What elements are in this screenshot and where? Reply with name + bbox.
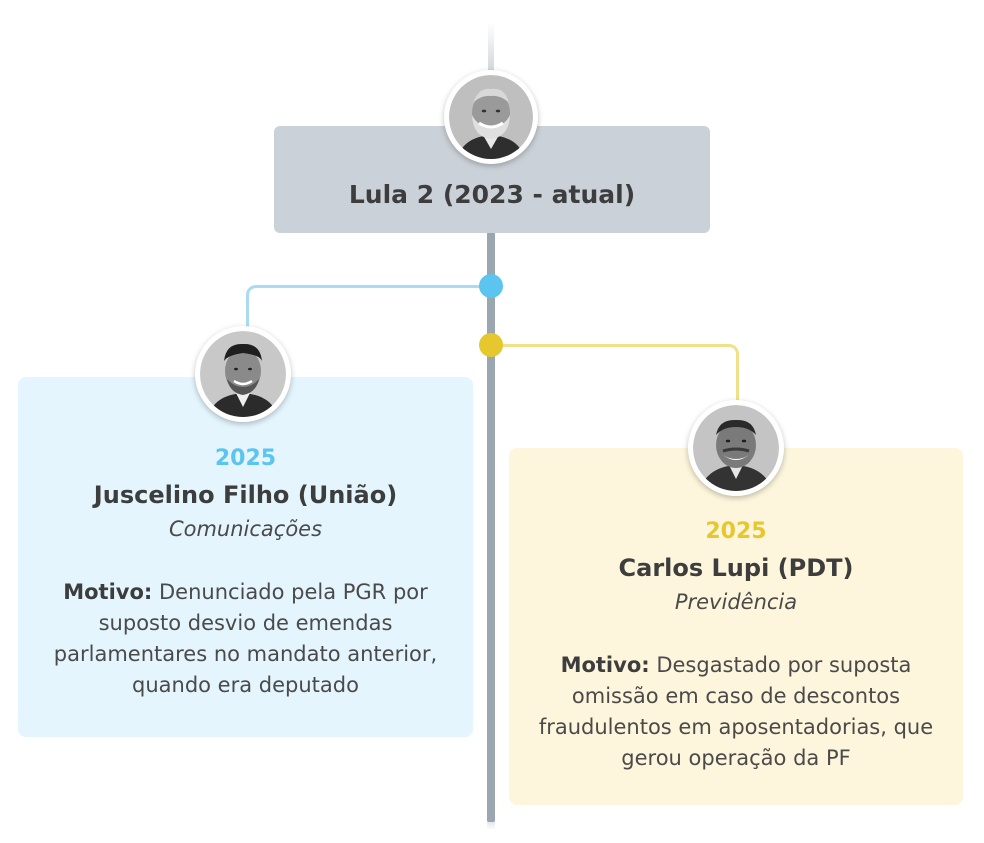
lupi-portrait-icon [688, 400, 784, 496]
entry-name: Juscelino Filho (União) [93, 481, 398, 509]
juscelino-portrait-icon [195, 326, 291, 422]
entry-card-left [18, 377, 473, 737]
connector-line-left [246, 285, 491, 328]
entry-reason-label: Motivo: [63, 580, 153, 604]
timeline-dot-left [479, 274, 503, 298]
connector-line-right [492, 344, 739, 403]
entry-reason: Motivo: Denunciado pela PGR por suposto … [28, 577, 463, 701]
entry-year: 2025 [705, 519, 767, 544]
period-title: Lula 2 (2023 - atual) [348, 180, 636, 209]
entry-name: Carlos Lupi (PDT) [618, 554, 854, 582]
entry-reason-label: Motivo: [560, 653, 650, 677]
entry-role: Previdência [674, 590, 798, 614]
entry-year: 2025 [214, 446, 277, 471]
entry-role: Comunicações [168, 517, 323, 541]
timeline-spine-bottom [487, 800, 495, 830]
entry-reason-text: Desgastado por suposta omissão em caso d… [538, 653, 934, 770]
entry-reason-text: Denunciado pela PGR por suposto desvio d… [53, 580, 438, 697]
timeline-dot-right [479, 333, 503, 357]
timeline-spine [487, 232, 495, 822]
entry-card-right [509, 448, 963, 805]
entry-reason: Motivo: Desgastado por suposta omissão e… [534, 650, 938, 774]
lula-portrait-icon [444, 70, 538, 164]
